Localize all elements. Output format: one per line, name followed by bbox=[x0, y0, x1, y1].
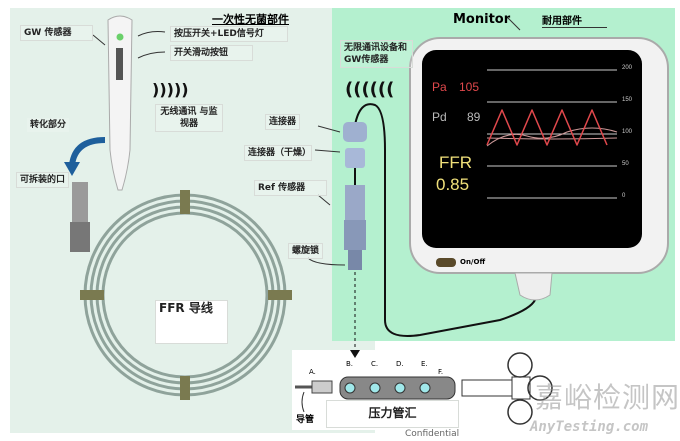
ffr-label: FFR bbox=[439, 153, 473, 172]
label-gw-sensor: GW 传感器 bbox=[20, 25, 93, 41]
label-catheter: 导管 bbox=[296, 415, 315, 425]
monitor-title: Monitor bbox=[453, 12, 511, 27]
scale-100: 100 bbox=[622, 129, 633, 135]
pa-value: 105 bbox=[459, 80, 480, 94]
scale-200: 200 bbox=[622, 65, 633, 71]
port-f: F. bbox=[438, 368, 444, 376]
pd-label: Pd bbox=[432, 110, 447, 124]
confidential-text: Confidential bbox=[405, 429, 460, 439]
svg-text:))))): ))))) bbox=[152, 80, 189, 99]
label-manifold: 压力管汇 bbox=[326, 400, 459, 428]
gw-sensor-pen bbox=[107, 15, 133, 191]
disposable-title: 一次性无菌部件 bbox=[212, 13, 289, 26]
label-wireless-device: 无限通讯设备和GW传感器 bbox=[340, 40, 413, 68]
svg-text:((((((: (((((( bbox=[345, 79, 394, 100]
label-detachable: 可拆装的口 bbox=[16, 172, 70, 188]
watermark-en: AnyTesting.com bbox=[530, 419, 649, 435]
durable-title: 耐用部件 bbox=[542, 12, 607, 28]
watermark-cn: 嘉峪检测网 bbox=[535, 381, 680, 414]
port-a: A. bbox=[309, 368, 316, 376]
monitor-screen: 200 150 100 50 0 Pa 105 Pd 89 FFR 0.85 bbox=[422, 50, 642, 248]
port-c: C. bbox=[371, 360, 379, 368]
scale-0: 0 bbox=[622, 193, 626, 199]
waveform bbox=[486, 69, 618, 199]
scale-150: 150 bbox=[622, 97, 633, 103]
port-b: B. bbox=[346, 360, 354, 368]
label-wireless: 无线通讯 与监视器 bbox=[155, 104, 223, 132]
pa-label: Pa bbox=[432, 80, 447, 94]
label-press-switch: 按压开关+LED信号灯 bbox=[170, 26, 288, 42]
power-label: On/Off bbox=[460, 258, 486, 266]
label-ffr-wire: FFR 导线 bbox=[155, 300, 228, 344]
ffr-wire-coil bbox=[83, 193, 287, 397]
label-connector: 连接器 bbox=[265, 114, 301, 130]
label-connector-dry: 连接器（干燥） bbox=[244, 145, 312, 161]
label-slide-switch: 开关滑动按钮 bbox=[170, 45, 253, 61]
pd-value: 89 bbox=[467, 110, 481, 124]
power-button[interactable] bbox=[436, 258, 456, 267]
label-conversion: 转化部分 bbox=[27, 118, 70, 132]
port-d: D. bbox=[396, 360, 404, 368]
ffr-value: 0.85 bbox=[436, 175, 470, 194]
label-screw-lock: 螺旋锁 bbox=[288, 243, 324, 259]
label-ref-sensor: Ref 传感器 bbox=[254, 180, 327, 196]
port-e: E. bbox=[421, 360, 428, 368]
scale-50: 50 bbox=[622, 161, 629, 167]
